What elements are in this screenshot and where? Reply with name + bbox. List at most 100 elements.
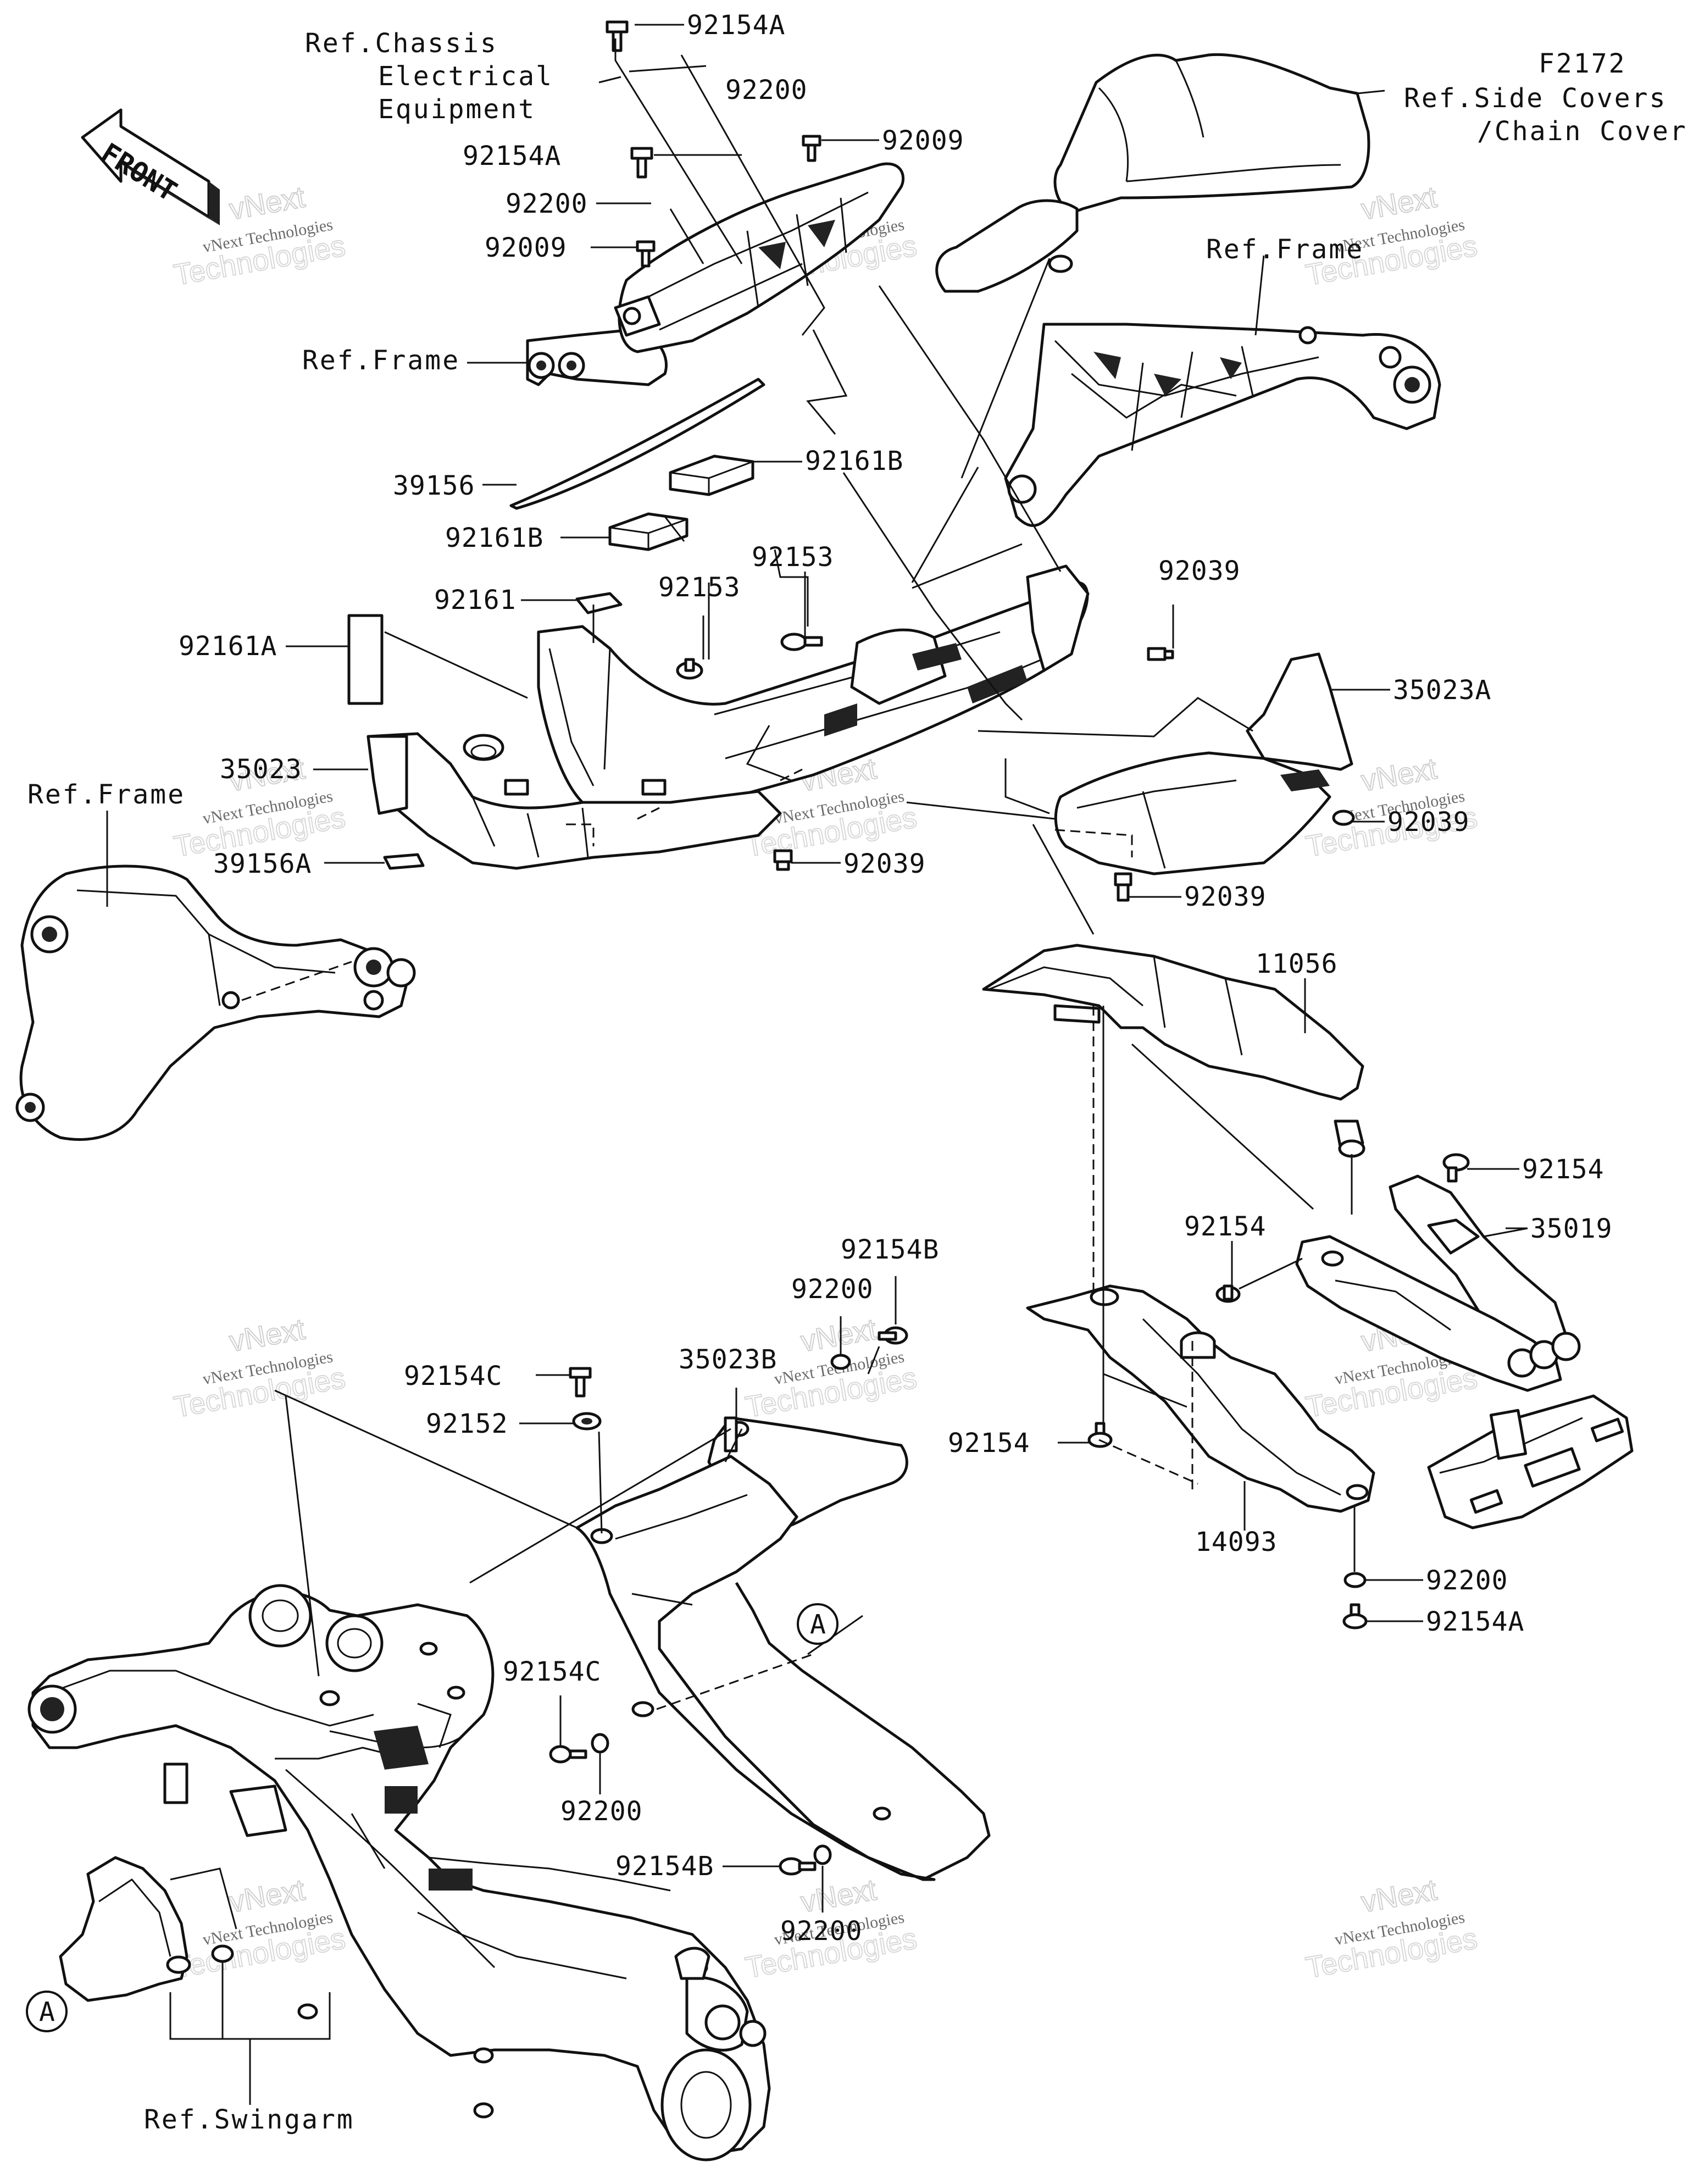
part-label: 92154B [615, 1851, 714, 1882]
part-label: 92154A [687, 10, 785, 41]
part-label: 92200 [560, 1796, 643, 1827]
bolt-92154a-second [630, 147, 653, 179]
part-label: 92039 [843, 849, 926, 879]
part-label: 39156 [393, 470, 475, 501]
part-14093-inner-fender [1026, 1284, 1375, 1513]
watermark-line1: vNext [798, 1873, 879, 1919]
bolt-92154-middle [1215, 1284, 1241, 1303]
part-label: 92200 [791, 1274, 874, 1305]
part-label: 92161B [805, 446, 903, 476]
grommet-92152 [572, 1412, 602, 1431]
part-92161b-block-upper [669, 454, 754, 496]
part-label: 35023 [220, 754, 302, 785]
part-39156-strip [509, 378, 765, 510]
part-label: 92153 [658, 572, 741, 603]
part-label: 92200 [1426, 1565, 1508, 1596]
part-92161b-block-lower [608, 512, 688, 551]
part-35023b-lower-cover [575, 1416, 991, 1881]
clip-92039-top [1147, 647, 1174, 661]
watermark-line1: vNext [227, 181, 307, 226]
part-label: 92161A [179, 631, 277, 662]
bolt-92154c-lower [549, 1745, 587, 1764]
washer-92200-upper [830, 1354, 851, 1370]
part-92161-pad [575, 592, 623, 614]
part-label: 92200 [725, 75, 808, 106]
ref-side-covers-line1: Ref.Side Covers [1404, 83, 1667, 114]
bolt-swingarm [211, 1944, 234, 1963]
bolt-92154-right-top [1442, 1153, 1470, 1183]
part-label: 92200 [506, 189, 588, 219]
frame-top-right [1004, 323, 1441, 527]
watermark-line1: vNext [227, 1313, 307, 1359]
part-label: 92154A [463, 141, 561, 171]
ref-side-covers-line2: /Chain Cover [1477, 116, 1687, 147]
part-label: 92154C [404, 1361, 502, 1392]
license-light [1427, 1394, 1634, 1529]
swingarm [27, 1584, 771, 2161]
frame-upper-left [526, 162, 905, 386]
callout-a-right: A [797, 1603, 839, 1645]
part-label: 92154 [1184, 1211, 1267, 1242]
part-label: 92154B [841, 1234, 939, 1265]
washer-92200-right [1343, 1572, 1367, 1588]
watermark-line1: vNext [1359, 1873, 1439, 1919]
clip-92039-center [773, 849, 793, 871]
part-11056-fender [982, 944, 1365, 1158]
bolt-92154c-top [569, 1367, 592, 1398]
part-label: 92039 [1387, 807, 1470, 838]
bolt-92154a-right [1342, 1603, 1368, 1629]
part-label: 92200 [780, 1916, 863, 1947]
ref-chassis-line1: Ref.Chassis [305, 28, 498, 59]
ref-swingarm: Ref.Swingarm [144, 2104, 354, 2135]
leader-lines [106, 24, 1528, 2105]
callout-a-left: A [26, 1991, 68, 2032]
part-label: 39156A [213, 849, 312, 879]
bolt-92153-right [780, 633, 823, 651]
part-label: 11056 [1256, 949, 1338, 979]
part-label: 92154 [1522, 1154, 1604, 1185]
part-label: 92161B [445, 523, 543, 553]
watermark-line1: vNext [227, 1873, 307, 1919]
frame-left [15, 864, 416, 1141]
ref-frame-left: Ref.Frame [27, 779, 185, 810]
bolt-92154a-top [606, 20, 629, 52]
callout-a-left-letter: A [39, 1997, 55, 2027]
part-label: 35023A [1393, 675, 1491, 706]
side-cover-upper [935, 53, 1370, 293]
bolt-92154b-lower [779, 1857, 817, 1876]
part-92161a-pad [347, 614, 384, 705]
washer-92200-lower-left [591, 1733, 609, 1754]
watermark-line1: vNext [1359, 752, 1439, 798]
part-35023a-cover [1054, 652, 1353, 875]
part-label: 92154 [948, 1428, 1030, 1459]
screw-92009-top [802, 135, 821, 162]
part-label: 92009 [485, 232, 567, 263]
part-label: 92152 [426, 1409, 508, 1439]
bolt-92153-left [676, 658, 703, 680]
part-label: 92154C [503, 1656, 601, 1687]
plate-39156a [383, 853, 425, 870]
ref-chassis-line3: Equipment [378, 94, 536, 125]
ref-chassis-line2: Electrical [378, 61, 553, 92]
ref-frame-upper-left: Ref.Frame [302, 345, 460, 376]
bolt-92154b-top [878, 1326, 908, 1345]
part-labels: 92154A 92200 92009 92154A 92200 92009 39… [179, 10, 1612, 1947]
screw-92009-left [636, 240, 656, 268]
part-label: 92039 [1158, 556, 1241, 586]
part-35019-tail-light [1295, 1174, 1581, 1392]
fasteners [211, 20, 1470, 1963]
callout-a-right-letter: A [810, 1609, 826, 1640]
part-label: 14093 [1195, 1527, 1278, 1557]
part-label: 35023B [679, 1344, 777, 1375]
front-arrow-icon: FRONT [81, 108, 220, 225]
ref-frame-top-right: Ref.Frame [1206, 234, 1364, 265]
part-label: 92009 [882, 125, 964, 156]
part-label: 92153 [752, 542, 834, 573]
part-label: 92039 [1184, 882, 1267, 912]
washer-92200-lower-right [813, 1844, 832, 1865]
